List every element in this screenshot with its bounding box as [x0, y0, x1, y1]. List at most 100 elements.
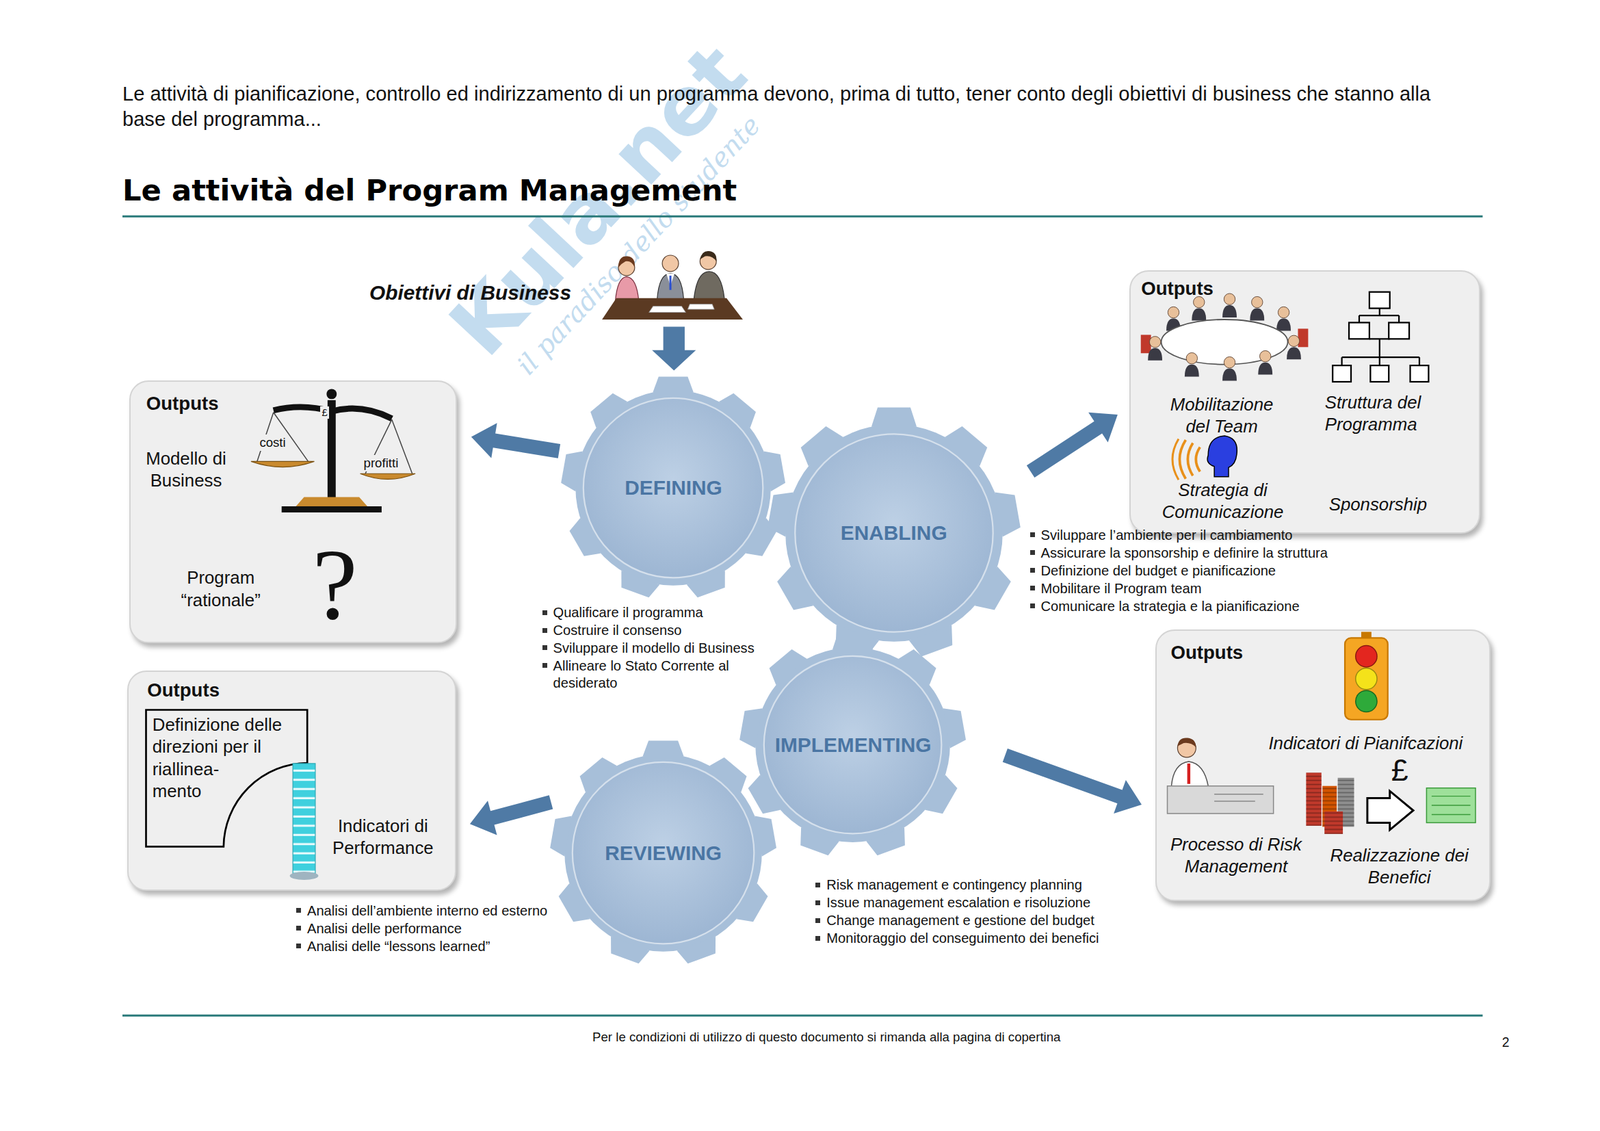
- scale-label: profitti: [362, 454, 401, 471]
- bullet-item: Sviluppare l’ambiente per il cambiamento: [1041, 526, 1378, 544]
- box-item: Indicatori di Performance: [322, 814, 444, 860]
- output-box: OutputsMobilitazione del Team Struttura d…: [1129, 270, 1481, 533]
- bullet-item-slot: Qualificare il programma: [553, 604, 794, 622]
- box-item: Strategia di Comunicazione: [1141, 478, 1305, 524]
- gear-tooth: [740, 708, 763, 749]
- question-mark-slot: ?: [311, 532, 358, 635]
- gear-tooth: [832, 632, 873, 650]
- gear-label-slot: DEFINING: [560, 474, 786, 501]
- bullet-item-slot: Allineare lo Stato Corrente al desiderat…: [553, 657, 794, 692]
- gear-tooth: [643, 740, 685, 757]
- bullet-item-slot: Analisi dell’ambiente interno ed esterno: [307, 902, 594, 920]
- page-title: Le attività del Program Management: [122, 171, 737, 209]
- gear-tooth: [653, 376, 695, 392]
- meeting-illustration-part: [618, 255, 635, 268]
- page-number-slot: 2: [1502, 1033, 1510, 1051]
- box-item-slot: Processo di Risk Management: [1160, 833, 1313, 878]
- output-box: OutputsIndicatori di PianifcazioniProces…: [1155, 629, 1492, 901]
- scale-label-slot: profitti: [362, 454, 401, 471]
- box-item: Program “rationale”: [169, 566, 272, 611]
- gear-node: DEFINING: [560, 375, 786, 600]
- bullet-item: Monitoraggio del conseguimento dei benef…: [826, 929, 1143, 947]
- footer-note-slot: Per le condizioni di utilizzo di questo …: [551, 1028, 1103, 1045]
- box-heading-slot: Outputs: [147, 678, 260, 702]
- meeting-illustration-part: [669, 275, 672, 291]
- meeting-illustration-part: [618, 259, 635, 276]
- meeting-illustration-part: [657, 273, 685, 299]
- bullet-item-slot: Comunicare la strategia e la pianificazi…: [1041, 597, 1378, 615]
- gear-node: IMPLEMENTING: [739, 631, 966, 858]
- box-heading: Outputs: [1141, 277, 1254, 301]
- box-item-slot: Struttura del Programma: [1325, 391, 1448, 436]
- box-heading: Outputs: [146, 391, 259, 416]
- bullet-item-slot: Issue management escalation e risoluzion…: [826, 894, 1143, 912]
- meeting-illustration-part: [699, 253, 717, 270]
- meeting-illustration-part: [699, 251, 717, 262]
- meeting-illustration-part: [666, 273, 675, 286]
- gear-label-slot: ENABLING: [767, 519, 1021, 546]
- page-title-slot: Le attività del Program Management: [122, 171, 737, 209]
- bullet-item: Analisi delle “lessons learned”: [307, 937, 594, 955]
- bullet-item: Issue management escalation e risoluzion…: [826, 894, 1143, 912]
- curve-float: [217, 760, 309, 848]
- box-item-slot: Mobilitazione del Team: [1159, 393, 1284, 438]
- gear-tooth: [561, 450, 584, 492]
- box-item: Struttura del Programma: [1325, 391, 1448, 436]
- bullet-item: Costruire il consenso: [553, 621, 794, 639]
- box-item-slot: Indicatori di Performance: [322, 814, 444, 860]
- meeting-illustration-part: [601, 298, 743, 320]
- gear-tooth: [871, 407, 917, 427]
- gear-tooth: [549, 816, 572, 857]
- footer-note: Per le condizioni di utilizzo di questo …: [551, 1028, 1103, 1045]
- flow-arrow: [469, 794, 553, 835]
- box-item-slot: Modello di Business: [130, 447, 241, 492]
- gear-tooth: [764, 450, 786, 492]
- intro-text: Le attività di pianificazione, controllo…: [122, 81, 1449, 132]
- bullet-item-slot: Costruire il consenso: [553, 621, 794, 639]
- bullet-item-slot: Analisi delle performance: [307, 920, 594, 938]
- gear-node: REVIEWING: [549, 739, 777, 966]
- gear-label: REVIEWING: [549, 840, 777, 866]
- box-item: Definizione delle direzioni per il riall…: [152, 713, 309, 802]
- gear-tooth: [754, 816, 777, 857]
- bullet-item-slot: Sviluppare l’ambiente per il cambiamento: [1041, 526, 1378, 544]
- scale-label-slot: costi: [257, 434, 287, 451]
- currency-symbol-slot: £: [1389, 751, 1410, 790]
- input-label-slot: Obiettivi di Business: [369, 279, 572, 306]
- box-item-slot: Program “rationale”: [169, 566, 272, 611]
- gear-label-slot: REVIEWING: [549, 840, 777, 866]
- meeting-illustration-part: [649, 306, 687, 313]
- box-item: Realizzazione dei Benefici: [1317, 844, 1481, 889]
- box-heading-slot: Outputs: [146, 391, 259, 416]
- bullet-item-slot: Change management e gestione del budget: [826, 911, 1143, 929]
- currency-symbol-slot: £: [320, 406, 329, 420]
- meeting-illustration-part: [693, 271, 725, 299]
- currency-symbol: £: [1389, 751, 1410, 790]
- box-item: Sponsorship: [1329, 493, 1452, 516]
- bullet-item-slot: Sviluppare il modello di Business: [553, 639, 794, 657]
- rule-lines-part: [122, 215, 1483, 218]
- gear-tooth: [767, 491, 794, 537]
- bullet-item: Qualificare il programma: [553, 604, 794, 622]
- input-label: Obiettivi di Business: [369, 279, 572, 306]
- box-item: Indicatori di Pianifcazioni: [1248, 731, 1484, 754]
- box-heading-slot: Outputs: [1170, 640, 1283, 665]
- box-item-slot: Indicatori di Pianifcazioni: [1248, 731, 1484, 754]
- box-item: Mobilitazione del Team: [1159, 393, 1284, 438]
- meeting-illustration-part: [615, 276, 639, 301]
- bullet-item-slot: Monitoraggio del conseguimento dei benef…: [826, 929, 1143, 947]
- bullet-item: Mobilitare il Program team: [1041, 580, 1378, 598]
- bullet-item: Definizione del budget e pianificazione: [1041, 562, 1378, 580]
- box-item-slot: Realizzazione dei Benefici: [1317, 844, 1481, 889]
- meeting-illustration: [601, 251, 743, 320]
- gear-node: ENABLING: [767, 406, 1021, 660]
- box-heading-slot: Outputs: [1141, 277, 1254, 301]
- page-number: 2: [1502, 1033, 1510, 1051]
- bullet-item: Assicurare la sponsorship e definire la …: [1041, 544, 1378, 562]
- box-item-slot: Sponsorship: [1329, 493, 1452, 516]
- rule-lines-part: [122, 1014, 1483, 1017]
- down-arrow: [651, 326, 696, 371]
- bullet-item: Risk management e contingency planning: [826, 876, 1143, 894]
- bullet-item: Allineare lo Stato Corrente al desiderat…: [553, 657, 794, 692]
